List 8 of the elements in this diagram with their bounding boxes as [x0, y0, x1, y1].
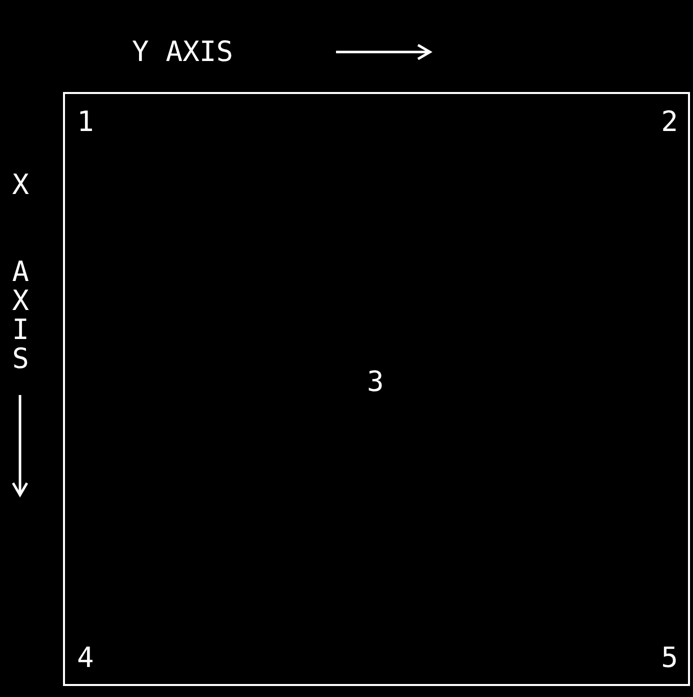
corner-number: 3	[367, 368, 384, 396]
corner-number: 1	[77, 108, 94, 136]
axis-label: X AXIS	[6, 168, 34, 371]
corner-number: 4	[77, 644, 94, 672]
screen-frame	[63, 92, 690, 686]
axis-label: Y AXIS	[132, 38, 234, 66]
corner-number: 5	[661, 644, 678, 672]
corner-number: 2	[661, 108, 678, 136]
